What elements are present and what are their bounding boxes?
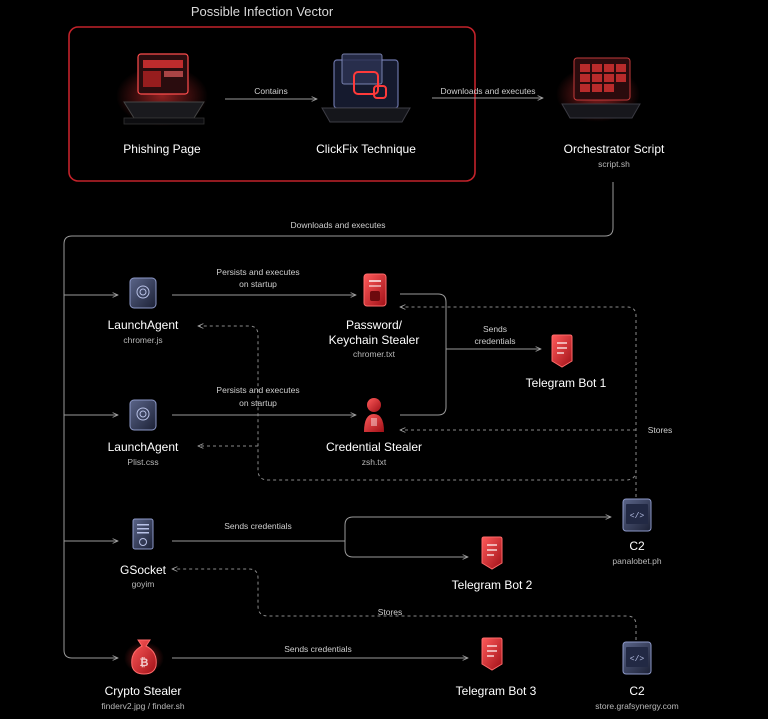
node-credential-file: zsh.txt (361, 457, 387, 467)
node-telegram3-label: Telegram Bot 3 (455, 684, 537, 698)
telegram-bot1-icon (551, 334, 573, 368)
node-c2-2-label: C2 (629, 684, 645, 698)
node-credential-label: Credential Stealer (325, 440, 423, 454)
fingerprint-launchagent1-icon (129, 277, 157, 309)
fingerprint-launchagent2-icon (129, 399, 157, 431)
edge-stores-2 (172, 569, 637, 640)
node-gsocket-file: goyim (131, 579, 155, 589)
edge-label-stores-1: Stores (647, 425, 673, 435)
laptop-clickfix-icon (321, 53, 411, 123)
edge-label-persists-1a: Persists and executes (216, 267, 300, 277)
node-launchagent1-file: chromer.js (123, 335, 163, 345)
svg-text:</>: </> (630, 655, 645, 664)
edge-label-persists-2a: Persists and executes (216, 385, 300, 395)
edge-sends-2-tg (344, 541, 468, 557)
edge-bracket (400, 293, 447, 416)
node-c2-1-file: panalobet.ph (612, 556, 662, 566)
node-c2-2-file: store.grafsynergy.com (595, 701, 679, 711)
node-password-file: chromer.txt (352, 349, 396, 359)
node-c2-1-label: C2 (629, 539, 645, 553)
edge-sends-2-c2 (344, 517, 611, 541)
node-telegram1-label: Telegram Bot 1 (525, 376, 607, 390)
edge-downloads-2 (63, 182, 614, 658)
edge-stores-1 (400, 307, 637, 497)
solid-connectors (63, 98, 614, 658)
edge-label-downloads-2: Downloads and executes (290, 220, 386, 230)
node-crypto-label: Crypto Stealer (104, 684, 182, 698)
node-orchestrator-label: Orchestrator Script (563, 142, 665, 156)
crypto-stealer-bag-icon: ₿ (124, 639, 164, 675)
svg-text:₿: ₿ (140, 657, 149, 669)
c2-server1-icon: </> (622, 498, 652, 532)
node-telegram2-label: Telegram Bot 2 (451, 578, 533, 592)
laptop-orchestrator-icon (556, 57, 641, 122)
node-launchagent2-label: LaunchAgent (107, 440, 179, 454)
edge-label-downloads-1: Downloads and executes (440, 86, 536, 96)
edge-loop-launchagent1 (198, 326, 637, 481)
node-gsocket-label: GSocket (119, 563, 167, 577)
infection-vector-group (68, 26, 476, 182)
edge-label-contains: Contains (254, 86, 288, 96)
telegram-bot2-icon (481, 536, 503, 570)
edge-label-sends-1b: credentials (474, 336, 516, 346)
node-password-label-2: Keychain Stealer (328, 333, 420, 347)
edge-label-sends-2: Sends credentials (224, 521, 292, 531)
node-password-label-1: Password/ (345, 318, 403, 332)
node-launchagent1-label: LaunchAgent (107, 318, 179, 332)
node-phishing-label: Phishing Page (123, 142, 201, 156)
node-crypto-file: finderv2.jpg / finder.sh (101, 701, 185, 711)
laptop-phishing-icon (116, 53, 208, 126)
keychain-stealer-icon (363, 273, 387, 307)
node-clickfix-label: ClickFix Technique (316, 142, 416, 156)
c2-server2-icon: </> (622, 641, 652, 675)
node-launchagent2-file: Plist.css (127, 457, 159, 467)
svg-text:</>: </> (630, 512, 645, 521)
edge-label-persists-1b: on startup (239, 279, 277, 289)
group-title: Possible Infection Vector (190, 4, 334, 19)
edge-label-stores-2: Stores (377, 607, 403, 617)
edge-label-sends-3: Sends credentials (284, 644, 352, 654)
gsocket-document-icon (132, 518, 154, 550)
credential-stealer-icon (364, 398, 384, 432)
edge-label-persists-2b: on startup (239, 398, 277, 408)
telegram-bot3-icon (481, 637, 503, 671)
dashed-connectors (172, 307, 637, 640)
edge-label-sends-1a: Sends (482, 324, 508, 334)
node-orchestrator-file: script.sh (598, 159, 630, 169)
